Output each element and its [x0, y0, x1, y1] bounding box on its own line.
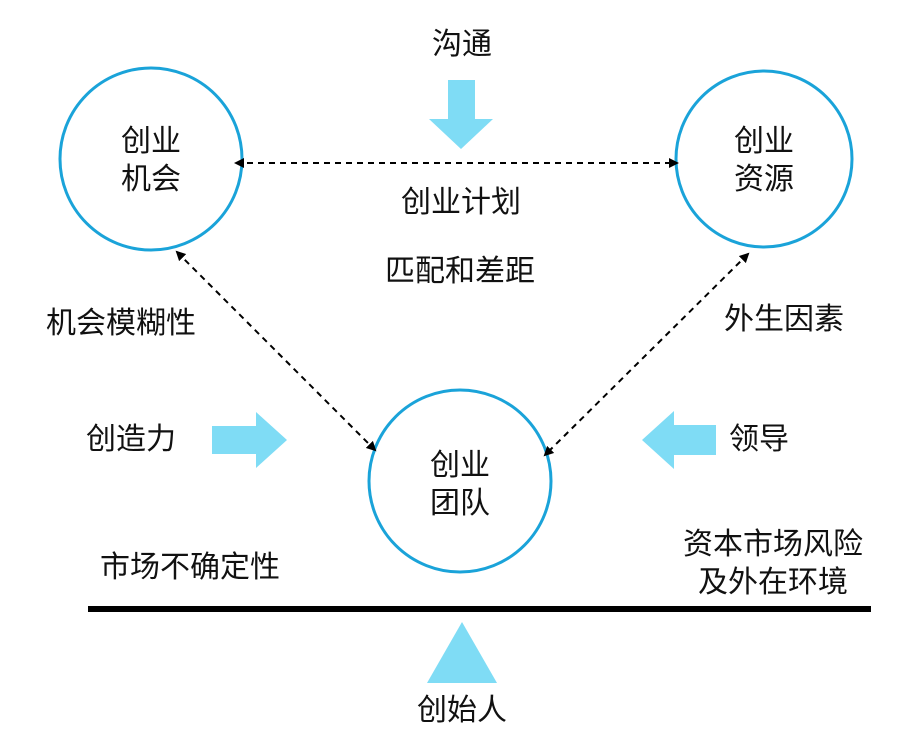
team-line2: 团队 [430, 486, 490, 521]
creativity-label: 创造力 [86, 422, 176, 457]
team-circle [367, 388, 553, 574]
capital-market-risk-line1: 资本市场风险 [683, 527, 863, 562]
resources-line1: 创业 [734, 124, 794, 159]
opportunity-ambiguity-label: 机会模糊性 [46, 306, 196, 341]
market-uncertainty-label: 市场不确定性 [100, 550, 280, 585]
fit-and-gap-label: 匹配和差距 [385, 254, 535, 289]
opportunity-team-connector [175, 250, 377, 452]
leadership-label: 领导 [729, 422, 789, 457]
team-line1: 创业 [430, 448, 490, 483]
opportunity-line2: 机会 [121, 162, 181, 197]
down-arrow-icon [429, 80, 493, 149]
capital-market-risk-line2: 及外在环境 [698, 565, 848, 600]
business-plan-label: 创业计划 [401, 185, 521, 220]
opportunity-line1: 创业 [121, 124, 181, 159]
communication-label: 沟通 [432, 27, 492, 62]
opportunity-node-label: 创业 机会 [121, 123, 181, 199]
founder-label: 创始人 [417, 693, 507, 728]
resources-line2: 资源 [734, 162, 794, 197]
resources-team-connector [543, 252, 750, 457]
up-triangle-icon [427, 622, 497, 683]
resources-node-label: 创业 资源 [734, 123, 794, 199]
left-arrow-icon [642, 411, 716, 469]
external-factors-label: 外生因素 [724, 302, 844, 337]
right-arrow-icon [212, 412, 287, 468]
team-node-label: 创业 团队 [430, 447, 490, 523]
foundation-bar [88, 606, 871, 612]
